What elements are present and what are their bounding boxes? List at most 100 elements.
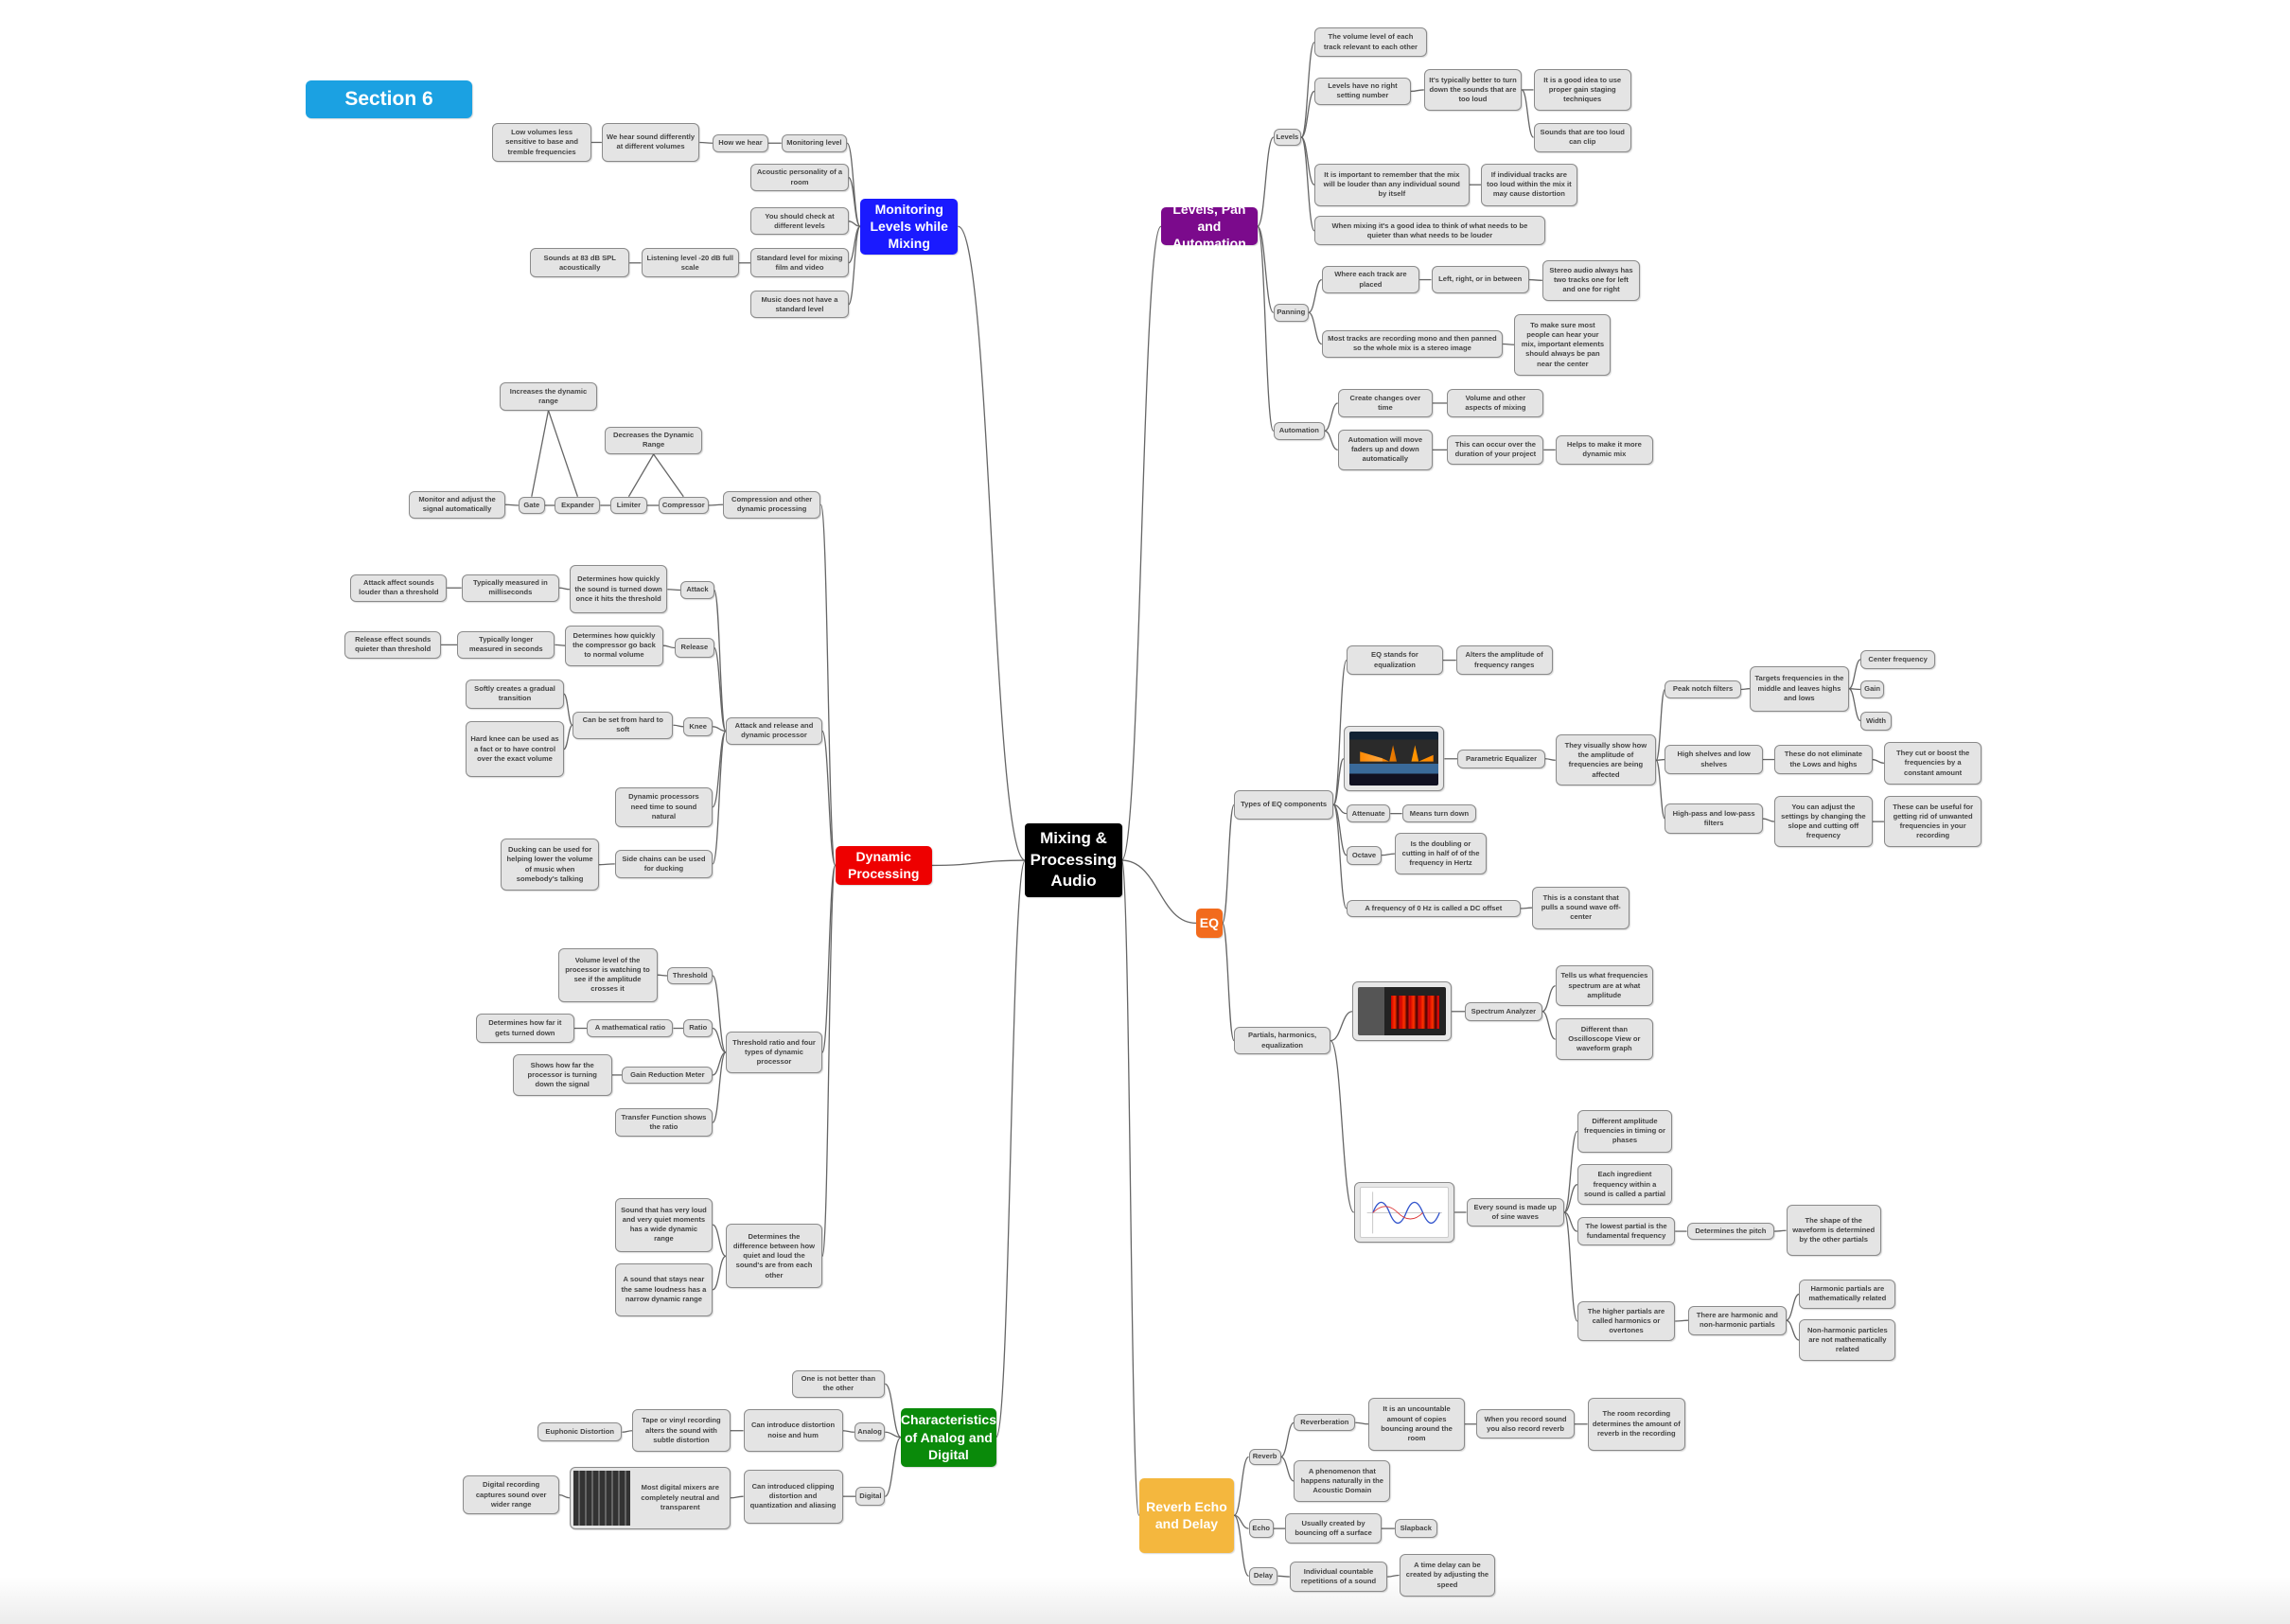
topic-node[interactable]: Spectrum Analyzer [1464, 1001, 1542, 1021]
topic-node[interactable]: Determines the pitch [1686, 1222, 1775, 1241]
topic-node[interactable]: Different amplitude frequencies in timin… [1577, 1109, 1673, 1153]
topic-node[interactable]: EQ stands for equalization [1346, 645, 1443, 676]
topic-node[interactable]: Sounds that are too loud can clip [1533, 122, 1631, 152]
topic-node[interactable]: Attack [680, 581, 714, 599]
topic-node[interactable]: Transfer Function shows the ratio [614, 1108, 713, 1137]
topic-node[interactable]: Compressor [659, 496, 709, 515]
topic-node[interactable]: Each ingredient frequency within a sound… [1577, 1164, 1673, 1206]
topic-node[interactable]: A phenomenon that happens naturally in t… [1294, 1460, 1391, 1502]
topic-node[interactable]: Gain [1860, 680, 1884, 698]
topic-node[interactable]: Decreases the Dynamic Range [604, 426, 703, 454]
topic-node[interactable]: Threshold [667, 966, 713, 985]
topic-node[interactable]: Hard knee can be used as a fact or to ha… [466, 721, 564, 778]
topic-node[interactable]: Expander [555, 496, 601, 515]
topic-node[interactable]: Dynamic processors need time to sound na… [614, 786, 713, 827]
topic-node[interactable]: Non-harmonic particles are not mathemati… [1799, 1318, 1896, 1362]
topic-node[interactable]: Reverberation [1294, 1413, 1356, 1432]
topic-node[interactable]: Usually created by bouncing off a surfac… [1285, 1512, 1383, 1545]
topic-node[interactable]: Typically longer measured in seconds [457, 630, 555, 660]
topic-node[interactable]: This is a constant that pulls a sound wa… [1531, 886, 1630, 929]
topic-node[interactable]: Sound that has very loud and very quiet … [614, 1197, 713, 1252]
topic-node[interactable]: Harmonic partials are mathematically rel… [1799, 1279, 1896, 1309]
central-topic[interactable]: Mixing & Processing Audio [1025, 823, 1122, 897]
topic-node[interactable]: It is a good idea to use proper gain sta… [1533, 68, 1631, 112]
topic-node[interactable]: Music does not have a standard level [750, 291, 849, 319]
topic-node[interactable]: Octave [1346, 845, 1383, 865]
topic-node[interactable]: The lowest partial is the fundamental fr… [1577, 1216, 1676, 1246]
main-topic-levels[interactable]: Levels, Pan and Automation [1160, 202, 1258, 251]
main-topic-reverb[interactable]: Reverb Echo and Delay [1138, 1477, 1235, 1553]
topic-node[interactable]: Monitoring level [781, 133, 848, 152]
topic-node[interactable]: Determines how far it gets turned down [476, 1014, 574, 1043]
topic-node[interactable]: Increases the dynamic range [499, 382, 598, 411]
topic-node[interactable]: Can be set from hard to soft [572, 711, 674, 739]
topic-node[interactable]: Partials, harmonics, equalization [1234, 1026, 1330, 1055]
topic-node[interactable]: Different than Oscilloscope View or wave… [1555, 1017, 1654, 1061]
topic-node[interactable]: Individual countable repetitions of a so… [1289, 1561, 1388, 1593]
topic-node[interactable]: Attenuate [1346, 804, 1391, 822]
topic-node[interactable]: One is not better than the other [791, 1369, 886, 1398]
topic-node[interactable]: It's typically better to turn down the s… [1423, 68, 1523, 112]
topic-node[interactable]: Shows how far the processor is turning d… [512, 1054, 612, 1096]
topic-node[interactable]: Gate [518, 496, 545, 515]
topic-node[interactable]: Width [1860, 711, 1892, 731]
main-topic-monitoring[interactable]: Monitoring Levels while Mixing [860, 198, 959, 255]
topic-node[interactable]: Low volumes less sensitive to base and t… [492, 122, 592, 163]
topic-node[interactable]: Threshold ratio and four types of dynami… [726, 1031, 822, 1074]
image-node-sine[interactable] [1353, 1181, 1455, 1244]
topic-node[interactable]: Release effect sounds quieter than thres… [344, 630, 442, 660]
topic-node[interactable]: Levels [1273, 128, 1302, 147]
topic-node[interactable]: Types of EQ components [1234, 789, 1334, 820]
topic-node[interactable]: Panning [1273, 304, 1309, 322]
topic-node[interactable]: Listening level -20 dB full scale [641, 248, 739, 278]
topic-node[interactable]: Peak notch filters [1665, 680, 1741, 698]
topic-node[interactable]: Volume and other aspects of mixing [1447, 388, 1544, 418]
topic-node[interactable]: High shelves and low shelves [1665, 745, 1763, 774]
topic-node[interactable]: When you record sound you also record re… [1476, 1409, 1575, 1439]
topic-node[interactable]: Digital [855, 1487, 886, 1507]
topic-node[interactable]: Targets frequencies in the middle and le… [1749, 665, 1849, 712]
topic-node[interactable]: Delay [1248, 1567, 1278, 1585]
topic-node[interactable]: Stereo audio always has two tracks one f… [1541, 259, 1641, 301]
topic-node[interactable]: Typically measured in milliseconds [461, 574, 560, 602]
topic-node[interactable]: Euphonic Distortion [537, 1422, 623, 1442]
topic-node[interactable]: Limiter [610, 496, 647, 515]
topic-node[interactable]: You can adjust the settings by changing … [1774, 796, 1873, 848]
topic-node[interactable]: Every sound is made up of sine waves [1466, 1197, 1564, 1227]
topic-node[interactable]: Automation will move faders up and down … [1337, 429, 1434, 470]
topic-node[interactable]: These can be useful for getting rid of u… [1883, 796, 1982, 848]
topic-node[interactable]: Softly creates a gradual transition [466, 679, 564, 709]
topic-node[interactable]: Analog [854, 1422, 886, 1442]
topic-node[interactable]: Compression and other dynamic processing [722, 490, 821, 519]
topic-node[interactable]: They cut or boost the frequencies by a c… [1883, 742, 1982, 785]
topic-node[interactable]: The higher partials are called harmonics… [1577, 1301, 1676, 1341]
topic-node[interactable]: Ratio [683, 1019, 713, 1037]
main-topic-eq[interactable]: EQ [1196, 908, 1223, 938]
image-node-eq[interactable] [1343, 726, 1445, 792]
topic-node[interactable]: The volume level of each track relevant … [1314, 27, 1427, 58]
main-topic-analog[interactable]: Characteristics of Analog and Digital [901, 1407, 996, 1467]
topic-node[interactable]: Acoustic personality of a room [750, 163, 849, 192]
topic-node[interactable]: Monitor and adjust the signal automatica… [409, 490, 505, 519]
topic-node[interactable]: Parametric Equalizer [1457, 749, 1545, 768]
topic-node[interactable]: Gain Reduction Meter [622, 1066, 713, 1085]
topic-node[interactable]: Where each track are placed [1321, 265, 1420, 294]
topic-node[interactable]: Determines the difference between how qu… [726, 1224, 822, 1289]
section-6-button[interactable]: Section 6 [306, 80, 472, 118]
topic-node[interactable]: Means turn down [1401, 804, 1477, 822]
topic-node[interactable]: A time delay can be created by adjusting… [1399, 1554, 1496, 1597]
topic-node[interactable]: Side chains can be used for ducking [614, 850, 713, 878]
topic-node[interactable]: Slapback [1394, 1519, 1437, 1539]
topic-node[interactable]: It is important to remember that the mix… [1314, 163, 1470, 206]
topic-node[interactable]: Helps to make it more dynamic mix [1555, 434, 1654, 465]
topic-node[interactable]: It is an uncountable amount of copies bo… [1368, 1398, 1465, 1451]
topic-node[interactable]: Ducking can be used for helping lower th… [501, 838, 599, 891]
topic-node[interactable]: Automation [1273, 422, 1325, 440]
image-node-spec[interactable] [1352, 981, 1453, 1042]
topic-node[interactable]: Can introduced clipping distortion and q… [743, 1469, 843, 1524]
main-topic-dynamic[interactable]: Dynamic Processing [835, 845, 932, 886]
topic-node[interactable]: Reverb [1248, 1449, 1281, 1465]
topic-node[interactable]: Digital recording captures sound over wi… [463, 1474, 560, 1515]
topic-node[interactable]: A frequency of 0 Hz is called a DC offse… [1346, 899, 1521, 918]
topic-node[interactable]: Most digital mixers are completely neutr… [569, 1466, 731, 1529]
